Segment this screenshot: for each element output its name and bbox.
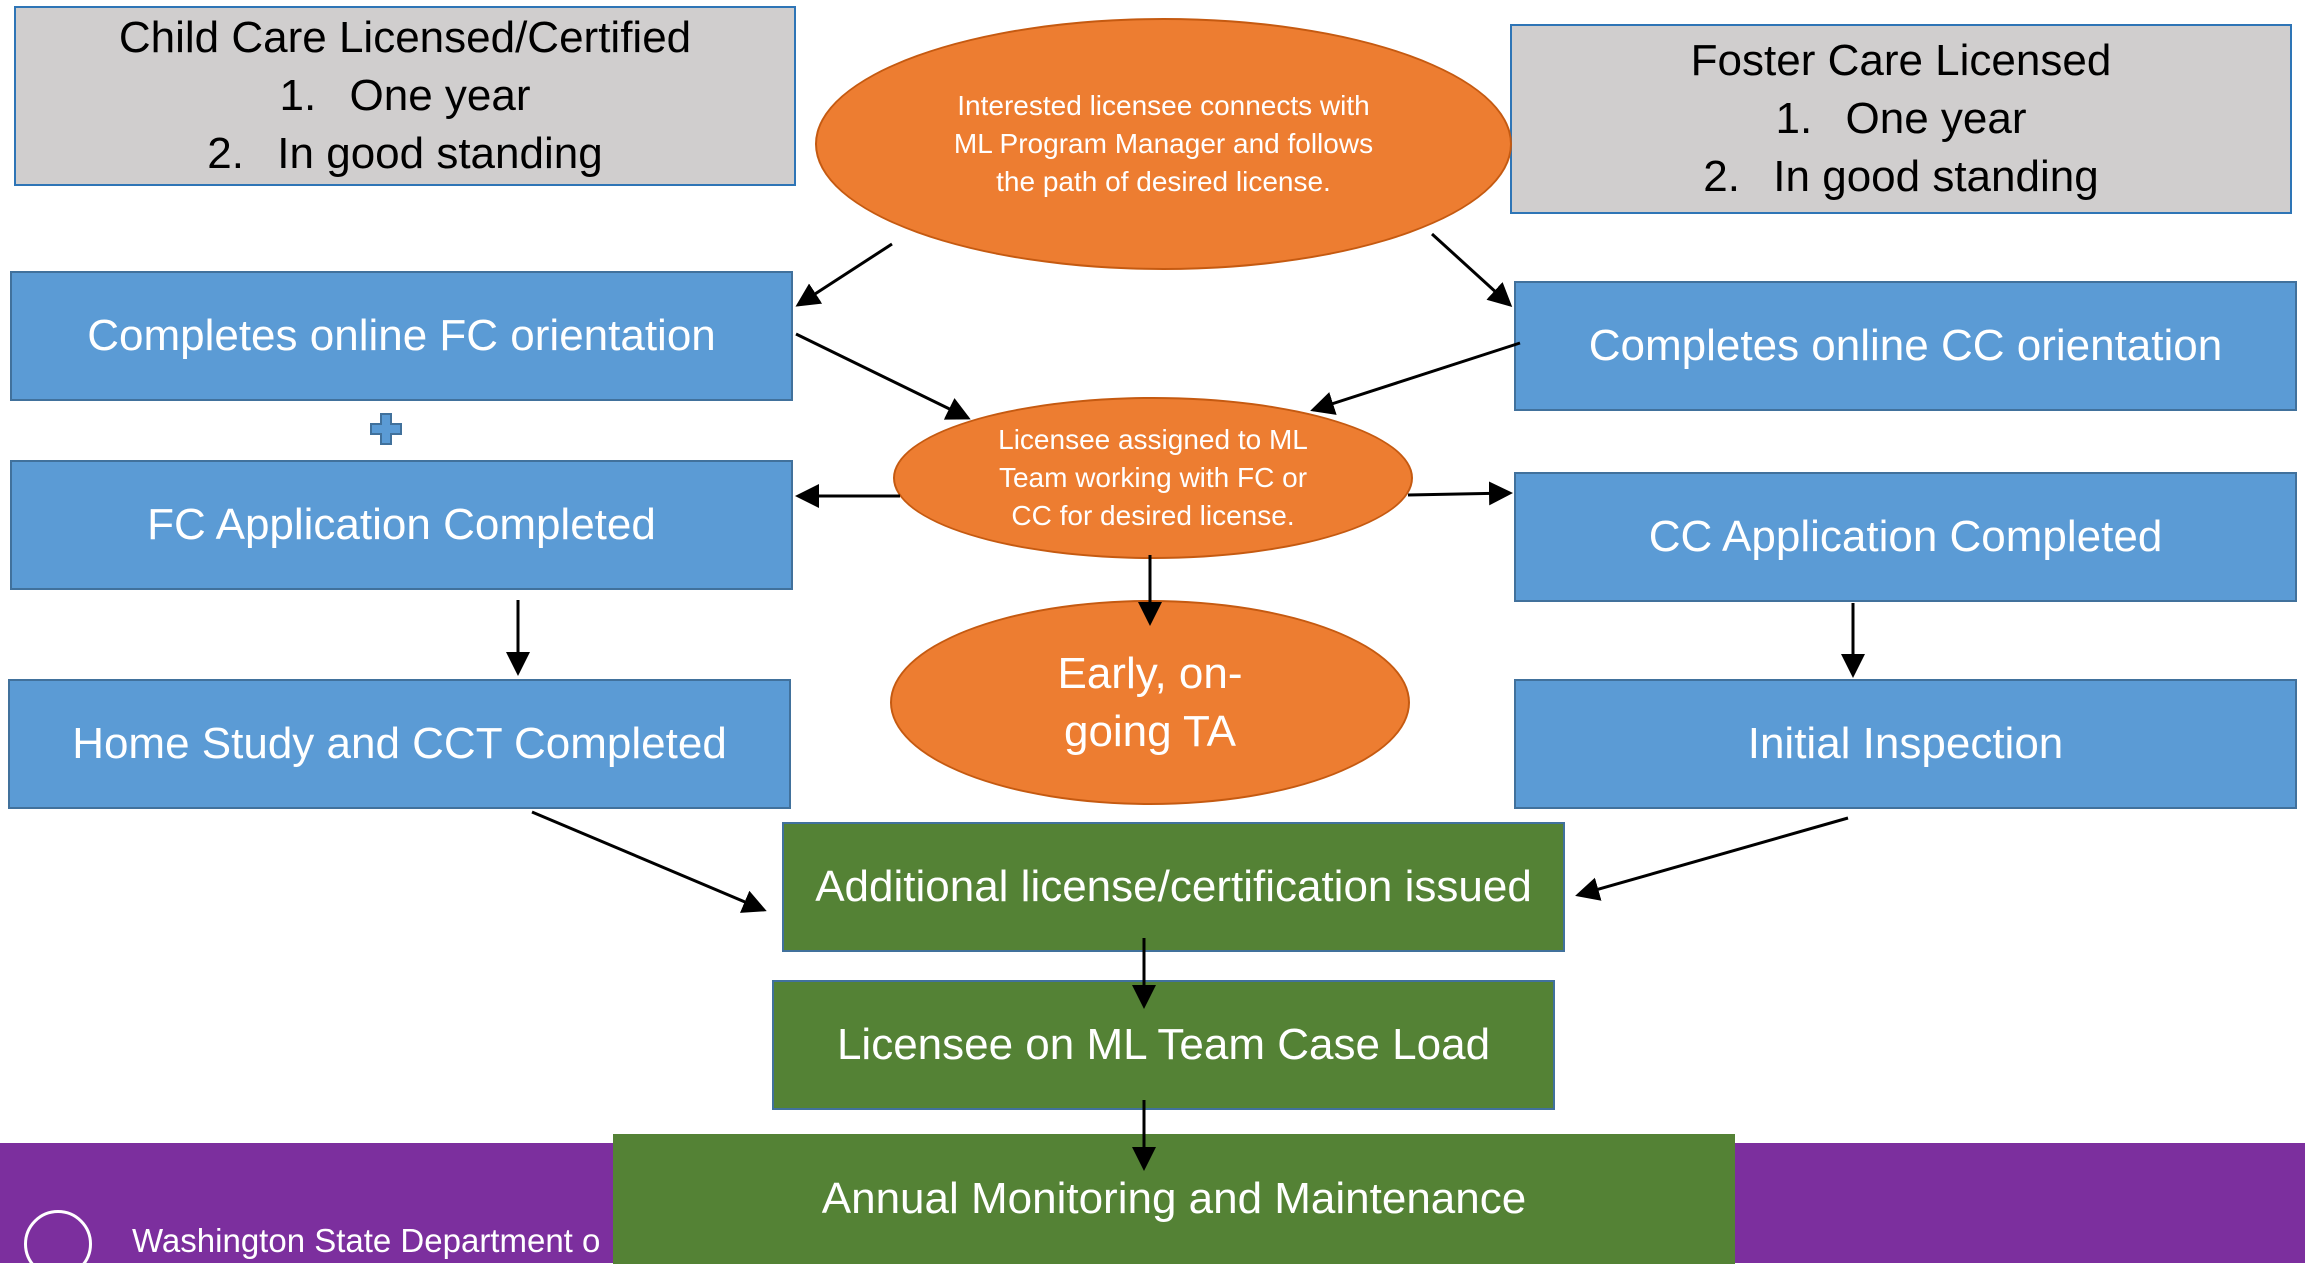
assigned-oval: Licensee assigned to ML Team working wit…	[893, 397, 1413, 559]
child-care-item-1: 1.One year	[279, 71, 531, 120]
fc-application-box: FC Application Completed	[10, 460, 793, 590]
arrow-home-study-to-issued	[531, 810, 767, 913]
cc-orientation-text: Completes online CC orientation	[1588, 321, 2223, 370]
home-study-text: Home Study and CCT Completed	[72, 719, 727, 768]
arrow-assigned-to-cc-application	[1407, 481, 1513, 506]
department-name: Washington State Department o	[132, 1222, 601, 1259]
early-ta-oval: Early, on-going TA	[890, 600, 1410, 805]
arrow-inspection-to-issued	[1575, 816, 1849, 901]
plus-icon	[370, 413, 402, 445]
foster-care-item-2: 2.In good standing	[1703, 152, 2099, 201]
child-care-item-2: 2.In good standing	[207, 129, 603, 178]
arrow-cc-orientation-to-assigned	[1310, 341, 1521, 415]
foster-care-item-1: 1.One year	[1775, 94, 2027, 143]
initial-inspection-box: Initial Inspection	[1514, 679, 2297, 809]
cc-application-text: CC Application Completed	[1648, 512, 2163, 561]
child-care-requirements: Child Care Licensed/Certified 1.One year…	[14, 6, 796, 186]
license-issued-text: Additional license/certification issued	[815, 862, 1532, 911]
foster-care-requirements: Foster Care Licensed 1.One year 2.In goo…	[1510, 24, 2292, 214]
arrow-connect-to-cc-orientation	[1430, 232, 1513, 308]
fc-orientation-box: Completes online FC orientation	[10, 271, 793, 401]
connect-oval: Interested licensee connects with ML Pro…	[815, 18, 1512, 270]
fc-application-text: FC Application Completed	[147, 500, 656, 549]
early-ta-text: Early, on-going TA	[1057, 648, 1243, 756]
home-study-box: Home Study and CCT Completed	[8, 679, 791, 809]
arrow-fc-orientation-to-assigned	[795, 332, 971, 420]
case-load-box: Licensee on ML Team Case Load	[772, 980, 1555, 1110]
cc-orientation-box: Completes online CC orientation	[1514, 281, 2297, 411]
connect-text: Interested licensee connects with ML Pro…	[953, 90, 1374, 197]
fc-orientation-text: Completes online FC orientation	[87, 311, 716, 360]
annual-monitoring-box: Annual Monitoring and Maintenance	[613, 1134, 1735, 1264]
arrow-connect-to-fc-orientation	[795, 242, 893, 307]
license-issued-box: Additional license/certification issued	[782, 822, 1565, 952]
foster-care-title: Foster Care Licensed	[1690, 36, 2112, 85]
assigned-text: Licensee assigned to ML Team working wit…	[998, 424, 1308, 531]
case-load-text: Licensee on ML Team Case Load	[836, 1020, 1491, 1069]
initial-inspection-text: Initial Inspection	[1747, 719, 2064, 768]
annual-monitoring-text: Annual Monitoring and Maintenance	[821, 1174, 1527, 1223]
child-care-title: Child Care Licensed/Certified	[118, 13, 692, 62]
cc-application-box: CC Application Completed	[1514, 472, 2297, 602]
